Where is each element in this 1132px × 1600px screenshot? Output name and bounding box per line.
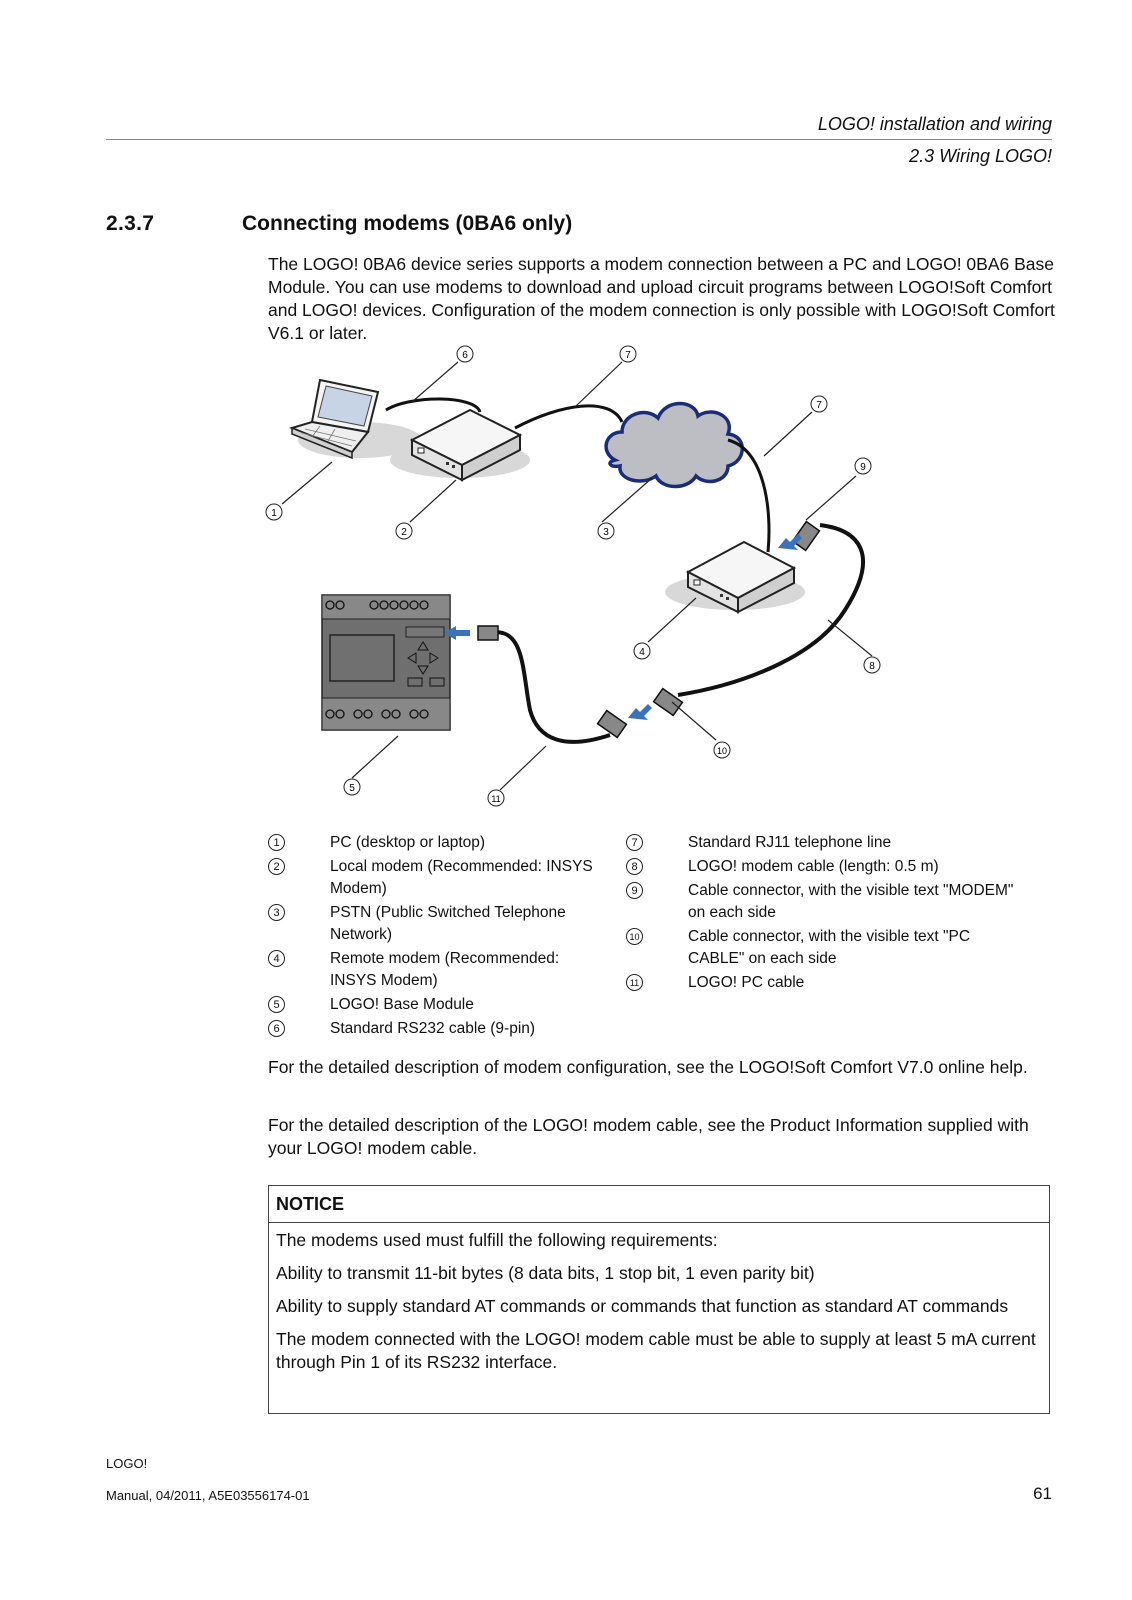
legend-text: Cable connector, with the visible text "…	[688, 928, 971, 967]
cables	[385, 397, 865, 744]
blue-arrows	[444, 534, 802, 720]
legend-number: 9	[626, 882, 643, 899]
legend-text: LOGO! PC cable	[688, 974, 805, 991]
notice-line: The modem connected with the LOGO! modem…	[276, 1329, 1036, 1372]
modem-connection-figure: 6 7 7 9 1 2 3 4 8 10 5 11	[265, 345, 881, 807]
notice-line: The modems used must fulfill the followi…	[276, 1230, 718, 1250]
cable-connectors	[477, 520, 821, 739]
notice-title: NOTICE	[269, 1186, 1049, 1223]
callout-11: 11	[491, 794, 500, 804]
callout-8: 8	[869, 661, 875, 672]
legend-item: 2 Local modem (Recommended: INSYS Modem)	[268, 856, 598, 900]
callout-9: 9	[860, 462, 866, 473]
legend-number: 4	[268, 950, 285, 967]
header-rule	[106, 139, 1052, 140]
legend-item: 5 LOGO! Base Module	[268, 994, 598, 1016]
legend-item: 3 PSTN (Public Switched Telephone Network…	[268, 902, 598, 946]
header-section: 2.3 Wiring LOGO!	[909, 146, 1052, 166]
laptop-pc	[288, 378, 422, 460]
local-modem	[390, 408, 530, 482]
notice-body: The modems used must fulfill the followi…	[269, 1223, 1049, 1390]
callout-3: 3	[603, 527, 609, 538]
legend-item: 9 Cable connector, with the visible text …	[626, 880, 1016, 924]
legend-right: 7 Standard RJ11 telephone line 8 LOGO! mod…	[626, 832, 1016, 996]
legend-number: 1	[268, 834, 285, 851]
legend-item: 10 Cable connector, with the visible text…	[626, 926, 1016, 970]
legend-item: 11 LOGO! PC cable	[626, 972, 1016, 994]
legend-number: 5	[268, 996, 285, 1013]
legend-number: 2	[268, 858, 285, 875]
legend-number: 6	[268, 1020, 285, 1037]
callout-7: 7	[625, 350, 631, 361]
section-number: 2.3.7	[106, 212, 155, 235]
notice-box: NOTICE The modems used must fulfill the …	[268, 1185, 1050, 1414]
legend-item: 8 LOGO! modem cable (length: 0.5 m)	[626, 856, 1016, 878]
callout-lines	[281, 361, 873, 791]
callout-4: 4	[639, 647, 645, 658]
header-chapter: LOGO! installation and wiring	[817, 114, 1052, 134]
callout-5: 5	[349, 783, 355, 794]
legend-text: PC (desktop or laptop)	[330, 834, 486, 851]
legend-number: 10	[626, 928, 643, 945]
legend-text: Local modem (Recommended: INSYS Modem)	[330, 858, 593, 897]
legend-number: 11	[626, 974, 643, 991]
legend-item: 6 Standard RS232 cable (9-pin)	[268, 1018, 598, 1040]
cable-paragraph: For the detailed description of the LOGO…	[268, 1115, 1029, 1158]
notice-line: Ability to transmit 11-bit bytes (8 data…	[276, 1263, 815, 1283]
config-paragraph: For the detailed description of modem co…	[268, 1057, 1028, 1077]
notice-line: Ability to supply standard AT commands o…	[276, 1296, 1009, 1316]
legend-number: 3	[268, 904, 285, 921]
legend-text: Standard RS232 cable (9-pin)	[330, 1020, 536, 1037]
legend-number: 7	[626, 834, 643, 851]
legend-text: LOGO! Base Module	[330, 996, 474, 1013]
intro-paragraph: The LOGO! 0BA6 device series supports a …	[268, 254, 1055, 343]
remote-modem	[665, 540, 805, 614]
callout-2: 2	[401, 527, 407, 538]
legend-left: 1 PC (desktop or laptop) 2 Local modem (Re…	[268, 832, 598, 1042]
callout-1: 1	[271, 508, 277, 519]
legend-text: Remote modem (Recommended: INSYS Modem)	[330, 950, 560, 989]
legend-text: LOGO! modem cable (length: 0.5 m)	[688, 858, 939, 875]
callout-6: 6	[462, 350, 468, 361]
callout-10: 10	[717, 746, 727, 756]
section-title: Connecting modems (0BA6 only)	[242, 212, 573, 235]
callout-7b: 7	[816, 400, 822, 411]
legend-text: Standard RJ11 telephone line	[688, 834, 892, 851]
pstn-cloud	[604, 401, 744, 489]
logo-base-module	[321, 594, 451, 731]
legend-item: 4 Remote modem (Recommended: INSYS Modem)	[268, 948, 598, 992]
legend-text: PSTN (Public Switched Telephone Network)	[330, 904, 566, 943]
footer-manual: Manual, 04/2011, A5E03556174-01	[106, 1488, 310, 1503]
legend-number: 8	[626, 858, 643, 875]
legend-item: 1 PC (desktop or laptop)	[268, 832, 598, 854]
legend-text: Cable connector, with the visible text "…	[688, 882, 1014, 921]
footer-product: LOGO!	[106, 1456, 148, 1471]
page-number: 61	[1033, 1484, 1052, 1503]
legend-item: 7 Standard RJ11 telephone line	[626, 832, 1016, 854]
callouts: 6 7 7 9 1 2 3 4 8 10 5 11	[265, 345, 881, 807]
